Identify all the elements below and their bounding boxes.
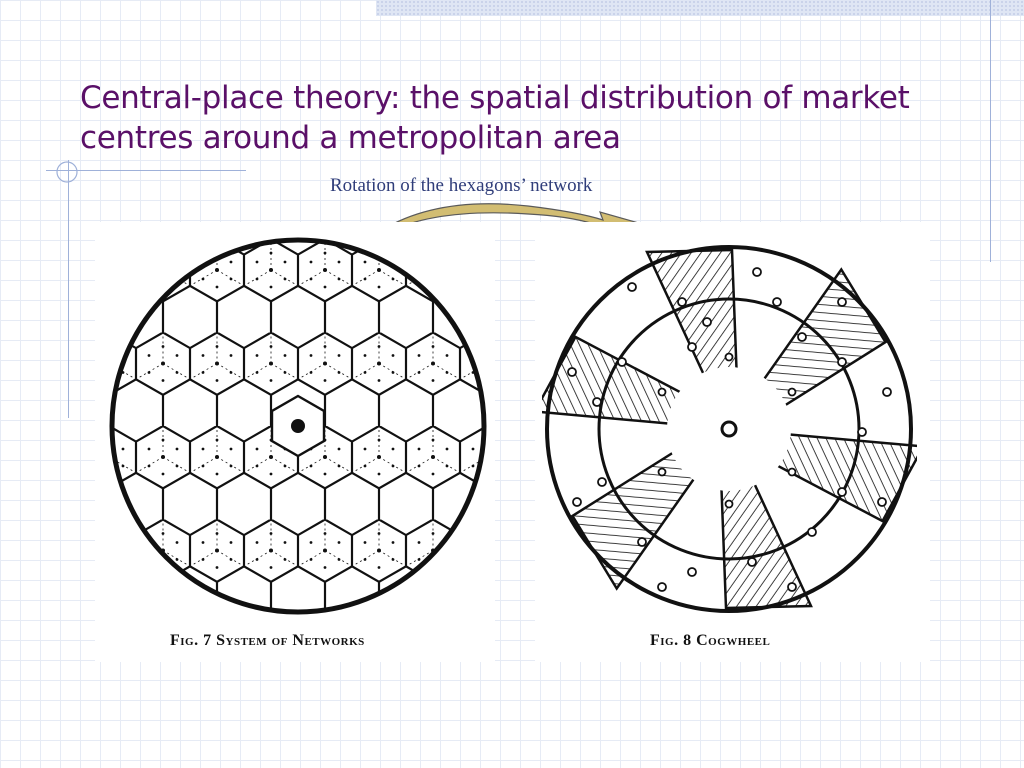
slide-subtitle: Rotation of the hexagons’ network [330, 175, 593, 196]
decor-circle-icon [56, 161, 78, 183]
decor-rule-right [990, 0, 991, 262]
header-band [376, 0, 1024, 16]
figure-7-network-diagram [109, 237, 487, 615]
decor-rule-left-v [68, 160, 69, 418]
figure-8-caption: Fig. 8 Cogwheel [650, 632, 771, 649]
figure-8-cogwheel-diagram [542, 245, 917, 613]
title-line-2: centres around a metropolitan area [80, 120, 621, 156]
figure-7-caption: Fig. 7 System of Networks [170, 632, 365, 649]
title-line-1: Central-place theory: the spatial distri… [80, 80, 910, 116]
decor-rule-left-h [46, 170, 246, 171]
slide-title: Central-place theory: the spatial distri… [80, 78, 960, 158]
